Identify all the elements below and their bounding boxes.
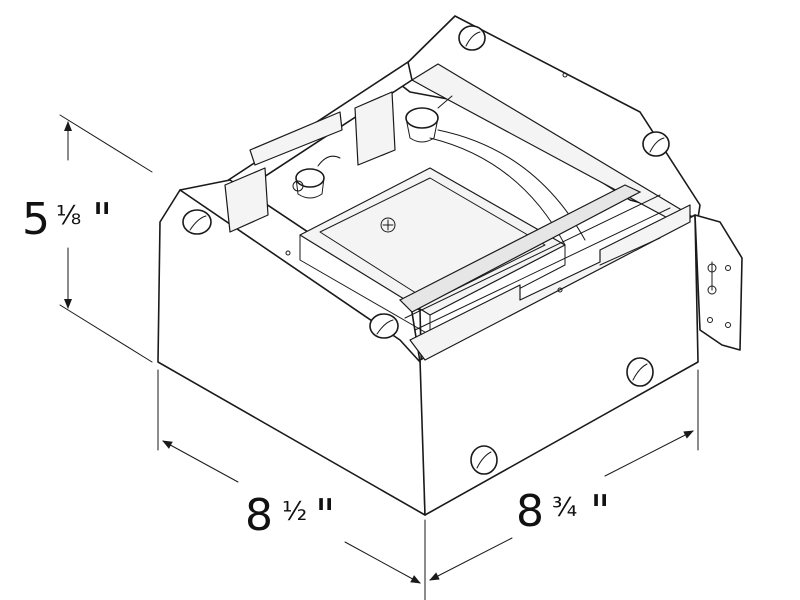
cable-connector-right: [405, 95, 453, 143]
middle-clip-plate: [354, 91, 396, 166]
left-clip-plate: [224, 167, 269, 233]
inner-junction-box-floor: [319, 177, 546, 303]
width-arrow-right: [344, 541, 421, 584]
depth-fraction: ¾: [552, 493, 577, 523]
hanger-bar-rail: [398, 184, 642, 313]
bracket-hole-bottom: [725, 322, 731, 328]
width-whole: 8: [245, 490, 273, 541]
width-fraction: ½: [282, 497, 307, 527]
height-unit: ": [92, 194, 112, 245]
cable-connector-left: [292, 155, 341, 199]
hanger-bar-rail-edge: [404, 194, 671, 331]
width-dimension: 8 ½ ": [157, 369, 426, 600]
right-mounting-bracket: [694, 214, 743, 351]
ground-screw: [380, 217, 396, 233]
hanger-bar-channel: [409, 204, 691, 361]
knockout-front-right-top: [626, 357, 654, 387]
height-dimension: 5 ⅛ ": [22, 114, 153, 363]
height-whole: 5: [22, 194, 50, 245]
depth-unit: ": [590, 486, 610, 537]
box-body: [157, 15, 743, 516]
depth-dimension: 8 ¾ ": [429, 369, 699, 581]
height-fraction: ⅛: [56, 201, 81, 231]
bracket-keyhole: [707, 261, 717, 295]
knockout-top-flange: [458, 25, 486, 51]
knockout-right-flange: [642, 131, 670, 157]
depth-arrow-right: [604, 430, 694, 477]
depth-whole: 8: [516, 486, 544, 537]
width-arrow-left: [162, 440, 239, 483]
height-extension-top: [59, 114, 153, 173]
hanger-bar-tab: [599, 237, 661, 266]
ground-screw-slot: [382, 219, 394, 231]
depth-arrow-left: [429, 537, 513, 581]
bracket-hole-mid: [707, 317, 713, 323]
bracket-hole-top: [725, 265, 731, 271]
width-unit: ": [315, 490, 335, 541]
knockout-front-right-bottom: [470, 445, 498, 475]
height-extension-bottom: [59, 304, 153, 363]
back-clip-plate: [249, 111, 343, 166]
